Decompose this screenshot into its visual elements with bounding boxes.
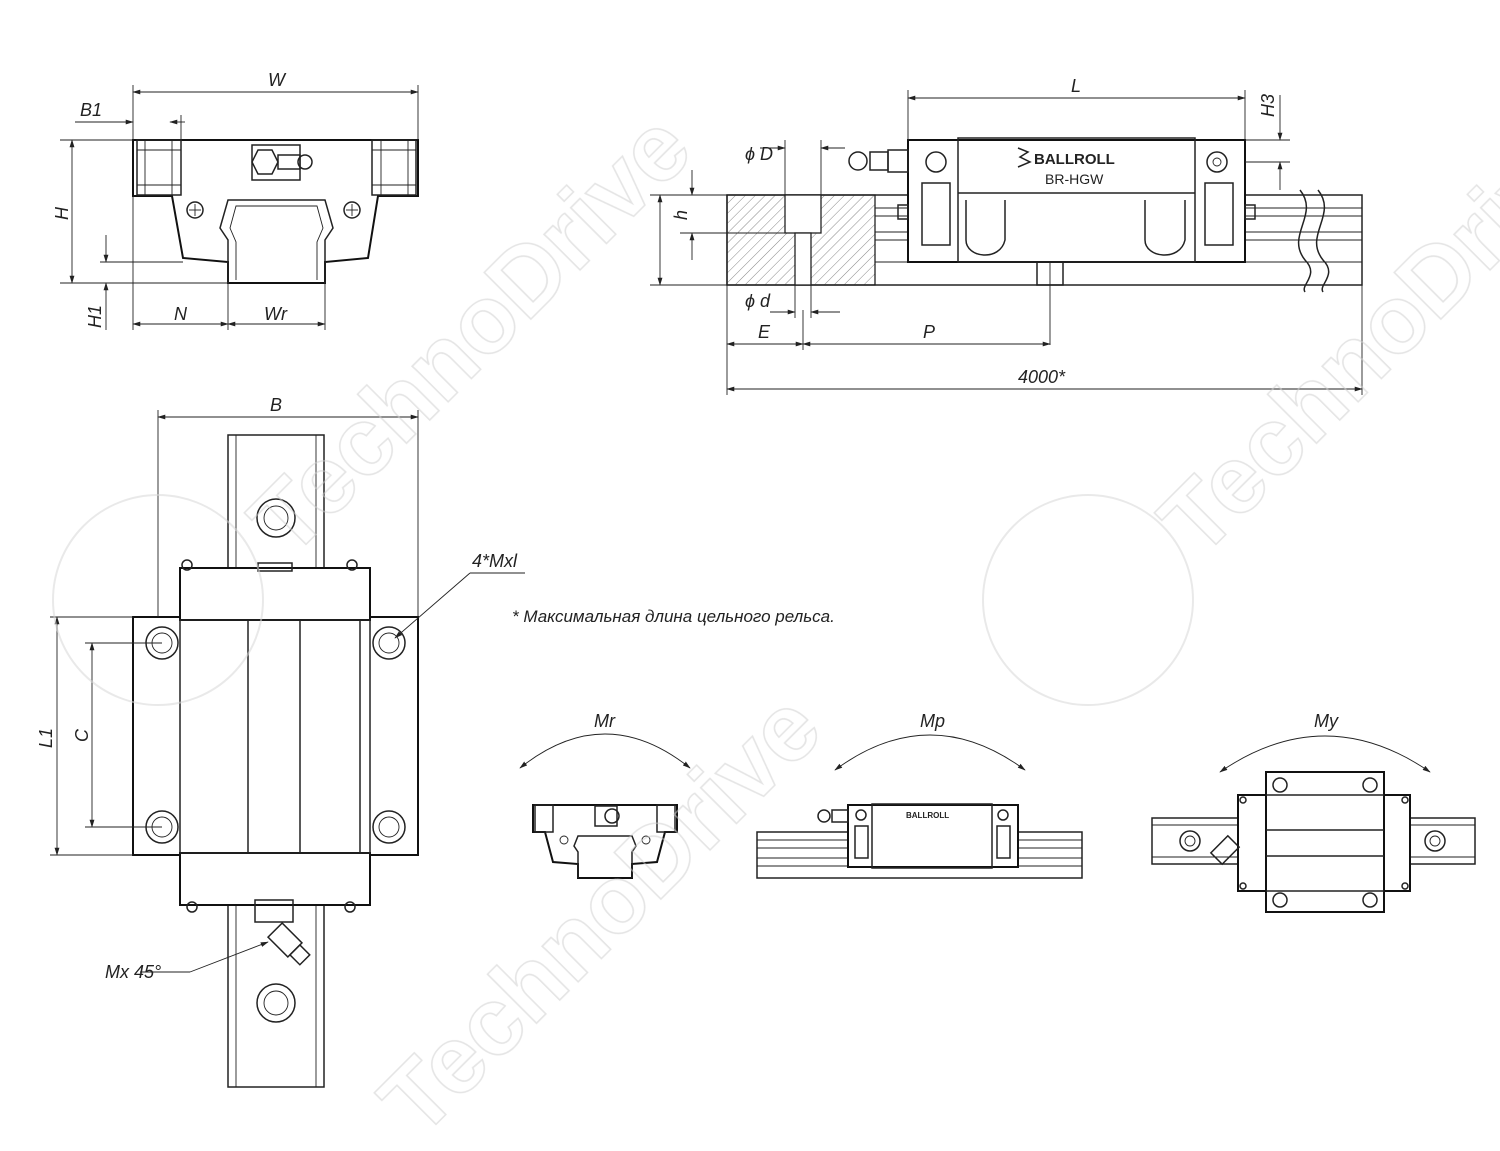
dim-d: ϕ d — [745, 291, 771, 311]
label-My: My — [1314, 711, 1339, 731]
dim-W: W — [268, 70, 287, 90]
dim-H1: H1 — [85, 305, 105, 328]
callout-grease-nipple: Mx 45° — [105, 962, 161, 982]
dim-B: B — [270, 395, 282, 415]
watermark-text-3: TechnoDrive — [359, 673, 841, 1151]
side-view: BALLROLL BR-HGW L H3 ϕ D h ϕ d — [650, 76, 1363, 395]
dim-L1: L1 — [36, 728, 56, 748]
moment-roll: Mr — [519, 711, 691, 879]
dim-L: L — [1071, 76, 1081, 96]
dim-E: E — [758, 322, 771, 342]
brand-logo: BALLROLL — [1034, 151, 1115, 168]
footnote: * Максимальная длина цельного рельса. — [512, 607, 835, 626]
callout-mounting-holes: 4*Mxl — [472, 551, 518, 571]
dim-H: H — [52, 206, 72, 220]
dim-C: C — [72, 728, 92, 742]
moment-pitch: Mp BALLROLL — [756, 711, 1083, 879]
model-label: BR-HGW — [1045, 171, 1104, 187]
dim-Wr: Wr — [264, 304, 288, 324]
dim-P: P — [923, 322, 935, 342]
moment-yaw: My — [1151, 711, 1476, 913]
top-view: B L1 C 4*Mxl Mx 45° — [36, 395, 525, 1088]
dim-D: ϕ D — [745, 144, 773, 164]
front-view: W B1 H H1 N Wr — [52, 70, 419, 330]
dim-B1: B1 — [80, 100, 102, 120]
dim-N: N — [174, 304, 188, 324]
brand-logo-small: BALLROLL — [906, 811, 949, 820]
dim-H3: H3 — [1258, 94, 1278, 117]
label-Mr: Mr — [594, 711, 616, 731]
dim-h: h — [671, 210, 691, 220]
label-Mp: Mp — [920, 711, 945, 731]
dim-rail-length: 4000* — [1018, 367, 1066, 387]
